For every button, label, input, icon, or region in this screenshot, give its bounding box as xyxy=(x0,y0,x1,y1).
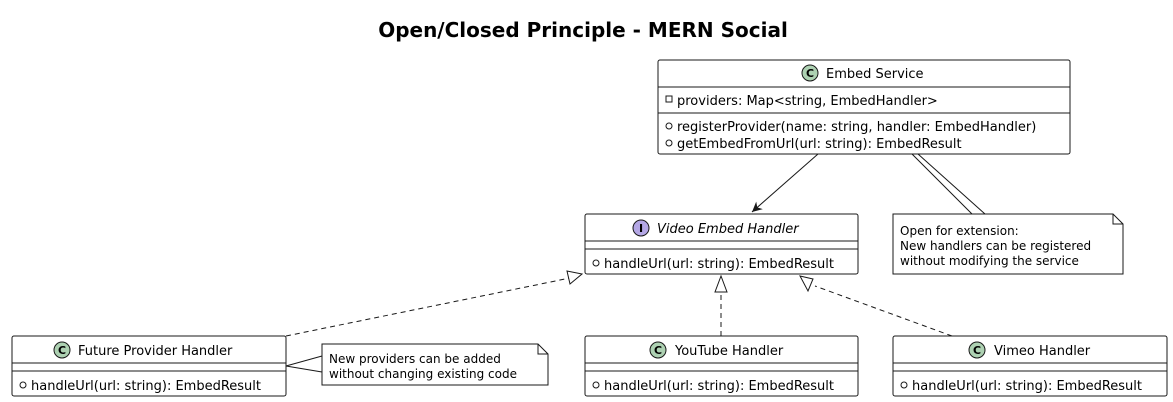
vimeo-handler-class[interactable]: C Vimeo Handler handleUrl(url: string): … xyxy=(892,335,1168,397)
video-embed-handler-interface[interactable]: I Video Embed Handler handleUrl(url: str… xyxy=(584,213,859,275)
class-name: Vimeo Handler xyxy=(994,344,1091,359)
interface-stereotype-icon: I xyxy=(632,219,650,237)
public-method-icon xyxy=(665,139,673,147)
public-method-icon xyxy=(592,259,600,267)
future-provider-handler-class[interactable]: C Future Provider Handler handleUrl(url:… xyxy=(11,335,287,397)
private-field-icon xyxy=(665,95,673,103)
svg-text:C: C xyxy=(806,67,814,80)
method-handle-url: handleUrl(url: string): EmbedResult xyxy=(31,379,261,394)
note-connector xyxy=(285,355,323,373)
note-line: New providers can be added xyxy=(329,352,501,366)
note-line: without changing existing code xyxy=(329,367,517,381)
note-open-for-extension: Open for extension: New handlers can be … xyxy=(892,213,1124,275)
public-method-icon xyxy=(900,381,908,389)
class-name: Future Provider Handler xyxy=(78,344,233,359)
public-method-icon xyxy=(592,381,600,389)
svg-text:I: I xyxy=(639,222,643,235)
realization-arrow-youtube xyxy=(714,274,728,336)
class-stereotype-icon: C xyxy=(53,341,71,359)
class-name: YouTube Handler xyxy=(674,344,784,359)
method-register-provider: registerProvider(name: string, handler: … xyxy=(677,120,1036,135)
method-get-embed-from-url: getEmbedFromUrl(url: string): EmbedResul… xyxy=(677,137,962,152)
class-stereotype-icon: C xyxy=(968,341,986,359)
method-handle-url: handleUrl(url: string): EmbedResult xyxy=(604,379,834,394)
svg-text:C: C xyxy=(58,344,66,357)
youtube-handler-class[interactable]: C YouTube Handler handleUrl(url: string)… xyxy=(584,335,859,397)
note-new-providers: New providers can be added without chang… xyxy=(321,343,549,386)
embed-service-class[interactable]: C Embed Service providers: Map<string, E… xyxy=(657,59,1071,155)
note-connector xyxy=(911,153,986,215)
interface-name: Video Embed Handler xyxy=(657,222,800,237)
svg-text:C: C xyxy=(654,344,662,357)
svg-text:C: C xyxy=(973,344,981,357)
public-method-icon xyxy=(665,122,673,130)
note-line: Open for extension: xyxy=(900,224,1019,238)
method-handle-url: handleUrl(url: string): EmbedResult xyxy=(604,257,834,272)
realization-arrow-vimeo xyxy=(799,275,953,337)
class-stereotype-icon: C xyxy=(801,64,819,82)
realization-arrow-future xyxy=(285,270,584,337)
public-method-icon xyxy=(19,381,27,389)
association-arrow xyxy=(751,153,819,213)
method-handle-url: handleUrl(url: string): EmbedResult xyxy=(912,379,1142,394)
field-providers: providers: Map<string, EmbedHandler> xyxy=(677,94,938,109)
note-line: without modifying the service xyxy=(900,254,1079,268)
class-name: Embed Service xyxy=(826,67,924,82)
class-stereotype-icon: C xyxy=(649,341,667,359)
note-line: New handlers can be registered xyxy=(900,239,1091,253)
diagram-title: Open/Closed Principle - MERN Social xyxy=(378,18,788,42)
